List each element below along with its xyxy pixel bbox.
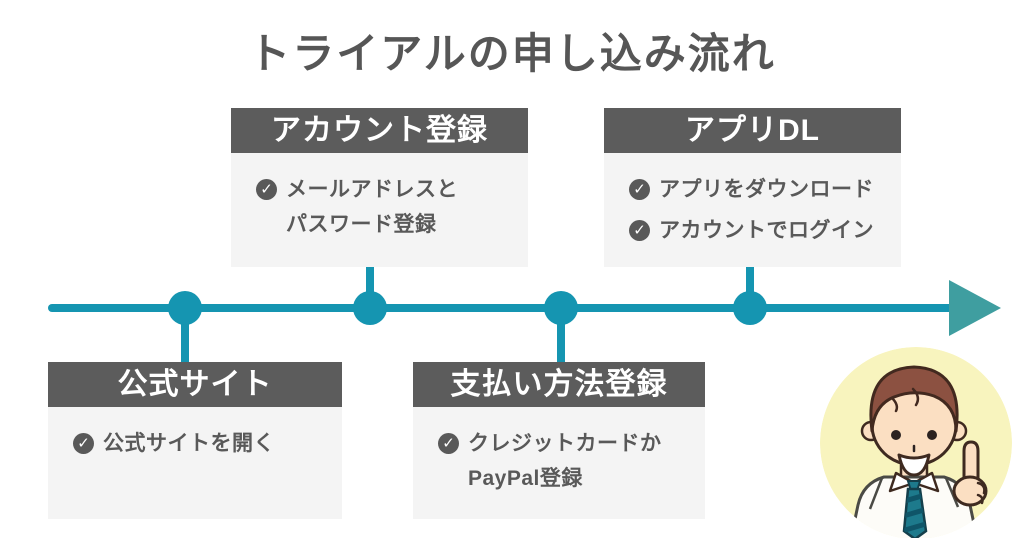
check-icon: ✓: [629, 220, 650, 241]
check-icon: ✓: [73, 433, 94, 454]
timeline-dot-step2: [353, 291, 387, 325]
step-body: ✓ クレジットカードか PayPal登録: [413, 407, 705, 519]
check-item: ✓ メールアドレスと パスワード登録: [256, 172, 518, 242]
timeline-line: [48, 304, 954, 312]
timeline-dot-step4: [733, 291, 767, 325]
page-title: トライアルの申し込み流れ: [248, 30, 776, 77]
check-item-text: アプリをダウンロード: [659, 178, 874, 201]
timeline-dot-step3: [544, 291, 578, 325]
pointing-man-illustration-icon: [820, 347, 1012, 538]
step-header: 公式サイト: [48, 362, 342, 407]
check-item-text: 公式サイトを開く: [103, 432, 275, 455]
check-item: ✓ アカウントでログイン: [629, 213, 891, 248]
check-item-text: メールアドレスと パスワード登録: [286, 178, 458, 236]
step-header: 支払い方法登録: [413, 362, 705, 407]
check-icon: ✓: [438, 433, 459, 454]
check-item: ✓ クレジットカードか PayPal登録: [438, 426, 695, 496]
step-box-account-registration: アカウント登録 ✓ メールアドレスと パスワード登録: [231, 108, 528, 267]
check-icon: ✓: [629, 179, 650, 200]
avatar: [820, 347, 1012, 538]
timeline-dot-step1: [168, 291, 202, 325]
step-header: アカウント登録: [231, 108, 528, 153]
check-item: ✓ 公式サイトを開く: [73, 426, 332, 461]
timeline-connector: [557, 308, 565, 364]
check-item-text: アカウントでログイン: [659, 219, 874, 242]
check-item: ✓ アプリをダウンロード: [629, 172, 891, 207]
step-box-official-site: 公式サイト ✓ 公式サイトを開く: [48, 362, 342, 519]
timeline-arrowhead-icon: [949, 280, 1001, 336]
timeline-connector: [366, 262, 374, 308]
step-header: アプリDL: [604, 108, 901, 153]
timeline-connector: [746, 262, 754, 308]
step-body: ✓ 公式サイトを開く: [48, 407, 342, 519]
check-icon: ✓: [256, 179, 277, 200]
timeline-connector: [181, 308, 189, 364]
step-body: ✓ メールアドレスと パスワード登録: [231, 153, 528, 267]
step-body: ✓ アプリをダウンロード ✓ アカウントでログイン: [604, 153, 901, 267]
check-item-text: クレジットカードか PayPal登録: [468, 432, 662, 490]
step-box-app-download: アプリDL ✓ アプリをダウンロード ✓ アカウントでログイン: [604, 108, 901, 267]
step-box-payment-registration: 支払い方法登録 ✓ クレジットカードか PayPal登録: [413, 362, 705, 519]
